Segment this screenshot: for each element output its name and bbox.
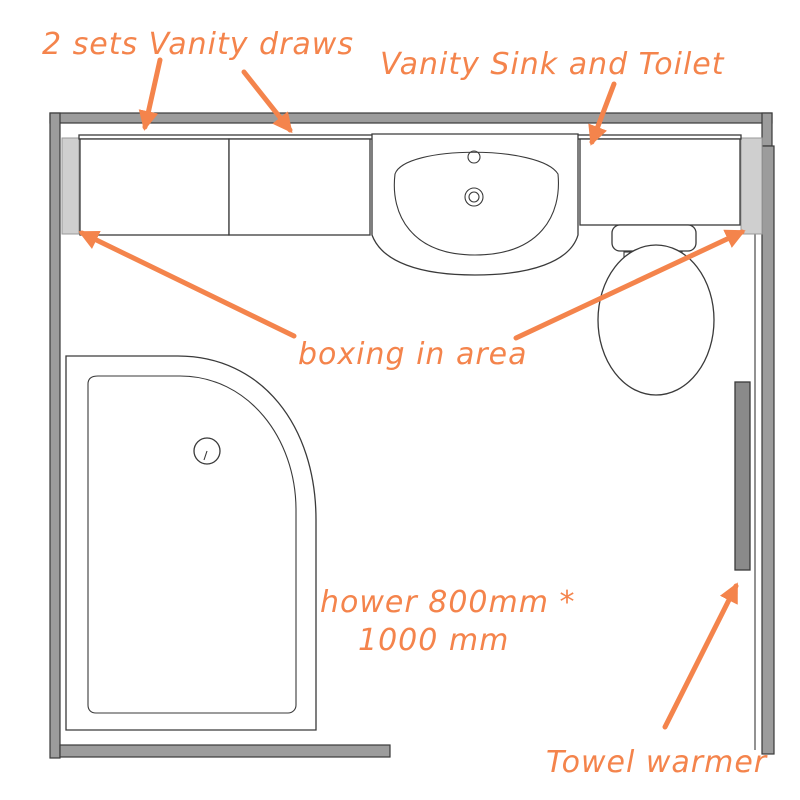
label-vanity-draws: 2 sets Vanity draws [42, 27, 354, 62]
sink-bowl [393, 151, 560, 256]
shower-drain-mark [203, 450, 208, 461]
arrow-vanity-draws-1 [138, 57, 163, 131]
vanity-drawer-set-2 [228, 138, 371, 236]
annotation-arrows [78, 57, 746, 730]
drain-outer [464, 187, 484, 207]
boxing-in-area-right [740, 137, 763, 235]
bottom-wall [59, 744, 391, 758]
toilet-cabinet [579, 138, 741, 226]
label-shower-line1: hower 800mm * [320, 585, 575, 620]
top-wall [49, 112, 773, 124]
arrow-vanity-draws-2 [241, 69, 293, 134]
arrow-boxing-right [513, 229, 746, 341]
right-wall-upper [761, 112, 773, 147]
shower-tray-inner [87, 375, 297, 714]
label-towel-warmer: Towel warmer [546, 745, 768, 780]
left-wall [49, 112, 61, 759]
arrow-boxing-left [78, 230, 297, 339]
shower-tray [65, 355, 317, 731]
arrow-vanity-sink [588, 81, 617, 146]
vanity-drawer-set-1 [79, 138, 230, 236]
shower-tray-outer [65, 355, 317, 731]
tap-hole [467, 150, 481, 164]
label-boxing-in: boxing in area [298, 337, 528, 372]
boxing-in-area-left [61, 137, 80, 235]
toilet [597, 224, 715, 396]
walls [49, 112, 775, 759]
toilet-bowl [597, 244, 715, 396]
vanity-sink [371, 133, 579, 276]
towel-warmer [734, 381, 751, 571]
sink-basin-outer [371, 133, 579, 276]
arrow-towel-warmer [662, 582, 739, 730]
label-vanity-sink-toilet: Vanity Sink and Toilet [380, 47, 725, 82]
drain-inner [468, 191, 480, 203]
right-wall [761, 145, 775, 755]
label-shower-line2: 1000 mm [358, 623, 509, 658]
